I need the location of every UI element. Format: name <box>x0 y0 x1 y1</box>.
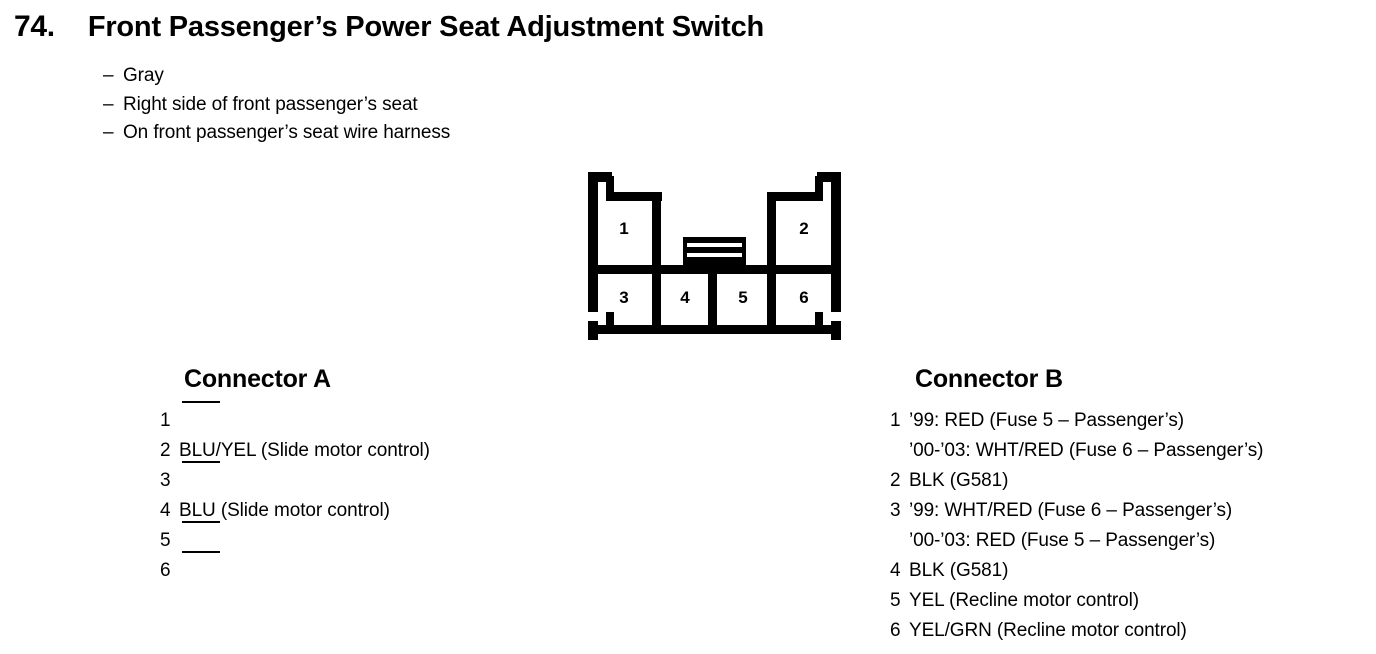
pin-number: 3 <box>890 500 901 521</box>
pin-number: 1 <box>890 410 901 431</box>
spec-item: –Right side of front passenger’s seat <box>103 91 450 120</box>
connector-body <box>588 172 841 340</box>
connector-a-block: Connector A 1 2 BLU/YEL (Slide motor con… <box>160 365 430 586</box>
page-title: Front Passenger’s Power Seat Adjustment … <box>87 11 765 43</box>
heading-item-number: 74. <box>14 10 55 43</box>
dash-bullet-icon: – <box>103 65 114 86</box>
spec-item: –On front passenger’s seat wire harness <box>103 119 450 148</box>
pin-row: 5 <box>160 521 430 556</box>
pin-description-continued: ’00-’03: RED (Fuse 5 – Passenger’s) <box>909 530 1216 551</box>
pin-row: 3 <box>160 461 430 496</box>
pin-number: 3 <box>160 470 171 491</box>
cavity-number-5: 5 <box>738 288 747 307</box>
pin-row: 2 BLK (G581) <box>890 466 1263 496</box>
pin-number: 4 <box>890 560 901 581</box>
pin-row: 4 BLU (Slide motor control) <box>160 496 430 526</box>
pin-number: 4 <box>160 500 171 521</box>
cavity-number-6: 6 <box>799 288 808 307</box>
pin-number: 6 <box>160 560 171 581</box>
pin-row: 1 <box>160 401 430 436</box>
pin-number: 2 <box>160 440 171 461</box>
cavity-number-1: 1 <box>619 219 628 238</box>
pin-description: BLK (G581) <box>909 560 1009 581</box>
cavity-number-3: 3 <box>619 288 628 307</box>
pin-description: ’99: WHT/RED (Fuse 6 – Passenger’s) <box>909 500 1233 521</box>
connector-face-diagram: 1 2 3 4 5 6 <box>588 172 841 340</box>
pin-description: ’99: RED (Fuse 5 – Passenger’s) <box>909 410 1184 431</box>
pin-row: 2 BLU/YEL (Slide motor control) <box>160 436 430 466</box>
pin-number: 2 <box>890 470 901 491</box>
connector-a-title: Connector A <box>184 365 331 393</box>
pin-number: 5 <box>890 590 901 611</box>
pin-description: YEL/GRN (Recline motor control) <box>909 620 1187 641</box>
pin-number: 6 <box>890 620 901 641</box>
dash-bullet-icon: – <box>103 93 114 115</box>
cavity-number-2: 2 <box>799 219 808 238</box>
pin-blank-dash-icon <box>182 521 220 523</box>
pin-number: 5 <box>160 530 171 551</box>
pin-blank-dash-icon <box>182 551 220 553</box>
page-heading: 74. Front Passenger’s Power Seat Adjustm… <box>14 10 764 44</box>
pin-description: YEL (Recline motor control) <box>909 590 1139 611</box>
connector-b-title: Connector B <box>915 365 1063 393</box>
pin-description: BLU (Slide motor control) <box>179 500 390 521</box>
spec-item-label: On front passenger’s seat wire harness <box>123 122 451 143</box>
connector-b-block: Connector B 1 ’99: RED (Fuse 5 – Passeng… <box>890 365 1264 646</box>
pin-row: 6 <box>160 551 430 586</box>
spec-item: –Gray <box>103 62 450 91</box>
pin-description: BLK (G581) <box>909 470 1009 491</box>
pin-number: 1 <box>160 410 171 431</box>
pin-row: 5 YEL (Recline motor control) <box>890 586 1263 616</box>
pin-blank-dash-icon <box>182 401 220 403</box>
connector-outline-svg: 1 2 3 4 5 6 <box>588 172 841 340</box>
pin-row: 1 ’99: RED (Fuse 5 – Passenger’s) ’00-’0… <box>890 406 1264 466</box>
spec-item-label: Gray <box>123 65 164 86</box>
spec-item-label: Right side of front passenger’s seat <box>123 93 418 115</box>
pin-description: BLU/YEL (Slide motor control) <box>179 440 430 461</box>
pin-description-continued: ’00-’03: WHT/RED (Fuse 6 – Passenger’s) <box>909 440 1264 461</box>
connector-spec-list: –Gray –Right side of front passenger’s s… <box>103 62 450 148</box>
pin-row: 3 ’99: WHT/RED (Fuse 6 – Passenger’s) ’0… <box>890 496 1263 556</box>
pin-row: 4 BLK (G581) <box>890 556 1263 586</box>
dash-bullet-icon: – <box>103 122 114 143</box>
pin-row: 6 YEL/GRN (Recline motor control) <box>890 616 1263 646</box>
cavity-number-4: 4 <box>680 288 690 307</box>
pin-blank-dash-icon <box>182 461 220 463</box>
